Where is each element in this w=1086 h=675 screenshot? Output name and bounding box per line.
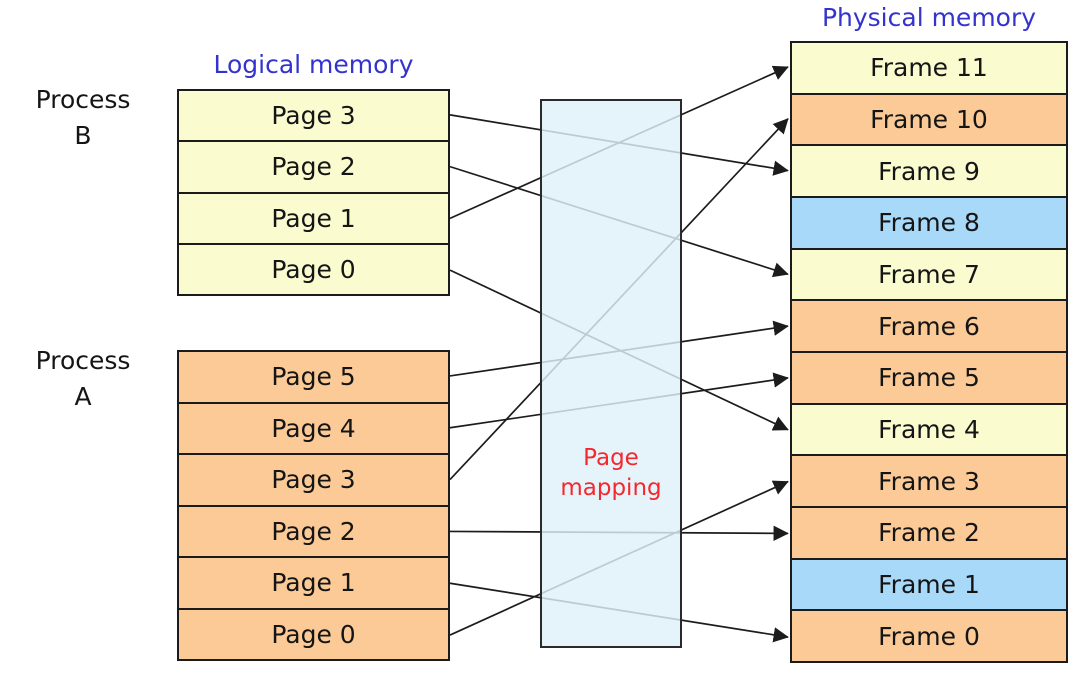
physical-frame-row: Frame 5 [792,353,1066,405]
process-b-page-row: Page 1 [179,193,448,245]
process-a-page-row: Page 4 [179,403,448,455]
page-mapping-label-line1: Page [583,445,639,471]
physical-memory-title: Physical memory [821,3,1037,32]
page-mapping-box [540,99,682,648]
physical-frame-row: Frame 3 [792,456,1066,509]
page-mapping-label-line2: mapping [560,475,662,501]
physical-frame-row: Frame 6 [792,301,1066,354]
process-b-page-row: Page 2 [179,142,448,194]
process-a-page-row: Page 0 [179,609,448,659]
physical-frame-row: Frame 4 [792,404,1066,457]
physical-frame-row: Frame 2 [792,508,1066,560]
process-a-label-line1: Process [35,346,131,375]
process-b-label-line1: Process [35,85,131,114]
process-b-label: Process B [18,82,148,154]
physical-frame-row: Frame 8 [792,198,1066,250]
physical-frame-row: Frame 9 [792,146,1066,199]
logical-memory-title: Logical memory [213,50,414,79]
physical-frame-row: Frame 10 [792,94,1066,147]
process-a-page-row: Page 2 [179,506,448,558]
process-b-page-row: Page 3 [179,91,448,143]
page-mapping-label: Page mapping [541,443,681,503]
physical-frame-row: Frame 0 [792,611,1066,662]
physical-frame-row: Frame 7 [792,249,1066,302]
physical-frame-row: Frame 1 [792,559,1066,612]
process-b-label-line2: B [74,121,92,150]
process-a-page-row: Page 1 [179,558,448,610]
process-a-label: Process A [18,343,148,415]
physical-frame-row: Frame 11 [792,43,1066,95]
process-b-page-row: Page 0 [179,244,448,294]
process-a-label-line2: A [74,382,92,411]
process-a-page-row: Page 5 [179,352,448,404]
process-a-page-row: Page 3 [179,455,448,507]
